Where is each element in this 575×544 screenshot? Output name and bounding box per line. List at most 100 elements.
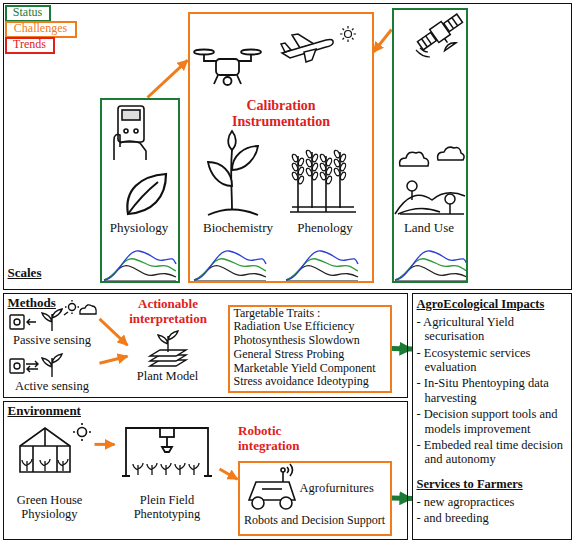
drawing-part [42, 354, 62, 377]
legend-box: Status [5, 5, 51, 22]
drawing-part [407, 181, 417, 191]
drawing-part [20, 428, 70, 472]
drawing-part [224, 77, 232, 85]
drawing-part [58, 459, 68, 471]
node-sublabel: Phenology [280, 221, 370, 236]
drawing-part [216, 59, 239, 75]
drawing-part [60, 309, 68, 315]
drawing-part [395, 251, 467, 281]
list-item: Targetable Traits : [234, 307, 390, 321]
drawing-part [422, 18, 463, 54]
drawing-part [20, 428, 70, 472]
scale-box: Land Use [392, 8, 468, 283]
flow-arrow [100, 319, 128, 345]
drawing-part [122, 428, 212, 476]
list-item: Marketable Yield Component [234, 362, 390, 376]
text-column: AgroEcological Impacts- Agricultural Yie… [417, 297, 569, 526]
drawing-part [249, 464, 295, 509]
node-label: Status [7, 6, 49, 20]
node-label: Challenges [7, 22, 75, 36]
drawing-part [104, 251, 176, 281]
drawing-part [319, 153, 332, 212]
drawing-part [14, 363, 20, 369]
flow-arrow [148, 60, 188, 97]
drawing-part [10, 359, 24, 373]
drawing-part [20, 423, 91, 472]
drawing-part [241, 50, 261, 55]
drawing-part [262, 488, 282, 490]
drawing-part [208, 210, 258, 216]
list-item: Radiation Use Efficiency [234, 320, 390, 334]
drawing-part [10, 315, 24, 329]
drawing-part [340, 26, 356, 42]
drawing-part [445, 194, 455, 204]
drawing-part [416, 12, 470, 61]
drawing-part [290, 207, 356, 212]
drawing-part [22, 459, 32, 471]
drawing-part [214, 75, 241, 84]
list-item: Photosynthesis Slowdown [234, 334, 390, 348]
agrofurniture-box: AgrofurnituresRobots and Decision Suppor… [238, 461, 392, 536]
scale-box: Calibration InstrumentationBiochemistryP… [188, 12, 374, 283]
node-sublabel: Biochemistry [190, 221, 286, 236]
drawing-part [158, 331, 178, 352]
impacts-panel: AgroEcological Impacts- Agricultural Yie… [412, 293, 572, 540]
section-heading: Services to Farmers [417, 477, 569, 491]
node-label: Green House Physiology [5, 493, 95, 522]
drawing-part [133, 463, 143, 475]
node-label: Active sensing [5, 379, 100, 393]
drawing-part [443, 40, 456, 50]
environment-item: Green House Physiology [5, 418, 95, 530]
node-label: Environment [8, 404, 98, 419]
drawing-part [10, 354, 62, 377]
node-label: Land Use [393, 221, 465, 236]
drawing-part [127, 174, 166, 214]
text-column: Targetable Traits :Radiation Use Efficie… [234, 307, 390, 390]
drawing-part [175, 463, 185, 475]
red-trend-label: Actionable interpretation [118, 297, 218, 327]
node-label: Physiology [101, 221, 177, 236]
scales-panel: ScalesStatusChallengesTrendsPhysiologyCa… [3, 3, 572, 290]
flow-arrow [95, 443, 115, 446]
method-item: Passive sensing [5, 303, 100, 350]
scale-box: Physiology [100, 98, 180, 283]
flow-arrow [374, 30, 392, 53]
list-item: - and breeding [417, 511, 569, 525]
list-item: Stress avoidance Ideotyping [234, 375, 390, 389]
drawing-part [80, 305, 96, 314]
drawing-part [340, 26, 356, 42]
drawing-part [395, 147, 465, 214]
environment-item: Plein Field Phentotyping [115, 418, 220, 530]
drawing-part [416, 48, 430, 57]
drawing-part [166, 437, 168, 447]
list-item: - Ecosystemic services evaluation [417, 346, 569, 375]
drawing-part [194, 50, 261, 86]
drawing-part [281, 34, 333, 62]
flow-arrow [392, 346, 413, 352]
drawing-part [27, 319, 36, 325]
drawing-part [287, 464, 293, 476]
flow-arrow [100, 356, 128, 363]
drawing-part [305, 149, 318, 208]
node-label: Calibration Instrumentation [221, 98, 341, 130]
drawing-part [281, 43, 291, 52]
flow-arrow [220, 469, 238, 479]
drawing-part [78, 428, 87, 437]
drawing-part [282, 472, 284, 482]
methods-panel: MethodsPassive sensingActive sensing Plan… [3, 293, 408, 398]
node-label: Agrofurnitures [300, 481, 388, 495]
node-label: Scales [8, 266, 68, 281]
model-item: Plant Model [128, 332, 208, 387]
drawing-part [42, 309, 62, 331]
red-trend-label: Robotic integration [238, 424, 328, 454]
environment-panel: EnvironmentGreen House Physiology Plein F… [3, 401, 408, 540]
drawing-part [281, 468, 285, 472]
drawing-part [208, 131, 258, 215]
drawing-part [286, 251, 358, 281]
node-label: Methods [8, 296, 88, 311]
legend-box: Challenges [5, 21, 77, 38]
drawing-part [345, 31, 352, 38]
drawing-part [126, 428, 208, 476]
drawing-part [189, 463, 199, 475]
